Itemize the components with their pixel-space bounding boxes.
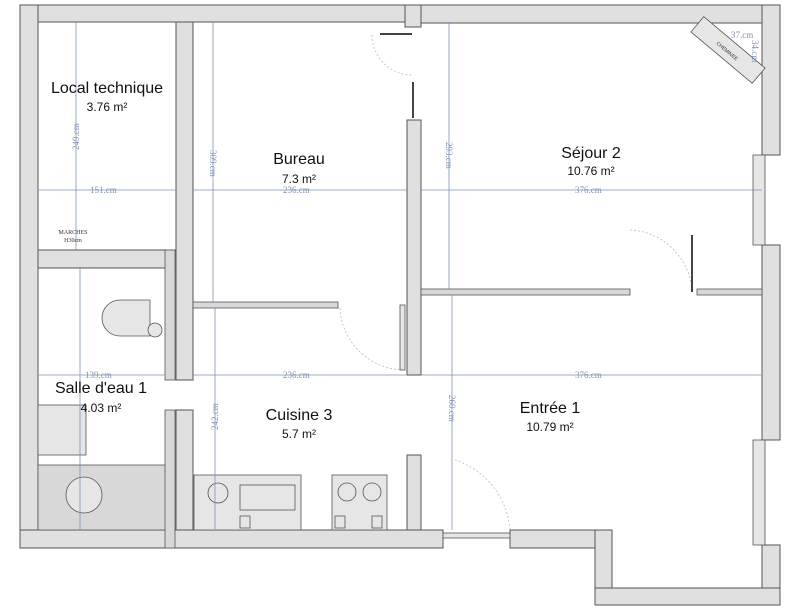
dim-entree-w: 376.cm	[575, 370, 602, 380]
room-area-salle-deau: 4.03 m²	[81, 401, 122, 415]
doors	[339, 33, 693, 531]
dim-bureau-h: 309.cm	[208, 150, 218, 177]
fixtures	[37, 299, 388, 531]
dim-cuisine-h: 242.cm	[210, 403, 220, 430]
room-name-local-technique: Local technique	[51, 80, 163, 97]
room-name-entree: Entrée 1	[520, 400, 581, 417]
dim-cuisine-w: 236.cm	[283, 370, 310, 380]
dim-sejour-h: 293.cm	[444, 142, 454, 169]
dim-chem-w: 37.cm	[731, 30, 753, 40]
dim-local-h: 249.cm	[71, 123, 81, 150]
dim-salle-w: 139.cm	[85, 370, 112, 380]
room-name-bureau: Bureau	[273, 151, 325, 168]
window-sejour	[752, 154, 766, 246]
dim-entree-h: 260.cm	[447, 395, 457, 422]
sink-icon	[65, 476, 103, 514]
chimney: CHEMINEE	[690, 16, 766, 84]
room-name-cuisine: Cuisine 3	[266, 407, 333, 424]
entry-door	[442, 532, 511, 539]
room-name-salle-deau: Salle d'eau 1	[55, 380, 147, 397]
room-area-entree: 10.79 m²	[526, 420, 573, 434]
shower-icon	[37, 404, 87, 456]
dimension-lines	[38, 22, 762, 530]
room-name-sejour: Séjour 2	[561, 145, 621, 162]
marches-label: MARCHES	[58, 230, 87, 236]
dim-sejour-w: 376.cm	[575, 185, 602, 195]
room-labels: Local technique 3.76 m² Bureau 7.3 m² Sé…	[51, 80, 621, 441]
walls	[19, 4, 781, 606]
room-area-cuisine: 5.7 m²	[282, 427, 316, 441]
room-area-bureau: 7.3 m²	[282, 172, 316, 186]
dim-local-w: 151.cm	[90, 185, 117, 195]
marches-height: H30cm	[64, 238, 82, 244]
room-area-local-technique: 3.76 m²	[87, 100, 128, 114]
toilet-icon	[101, 299, 151, 337]
dim-chem-h: 34.cm	[750, 40, 760, 62]
dim-bureau-w: 236.cm	[283, 185, 310, 195]
room-area-sejour: 10.76 m²	[567, 164, 614, 178]
dimension-labels: 249.cm 151.cm 309.cm 236.cm 293.cm 376.c…	[58, 30, 760, 430]
partition-grid	[164, 249, 176, 381]
washing-machine-icon	[207, 482, 229, 504]
windows	[442, 154, 766, 546]
window-entree	[752, 439, 766, 546]
kitchen-sink-icon	[239, 484, 296, 511]
